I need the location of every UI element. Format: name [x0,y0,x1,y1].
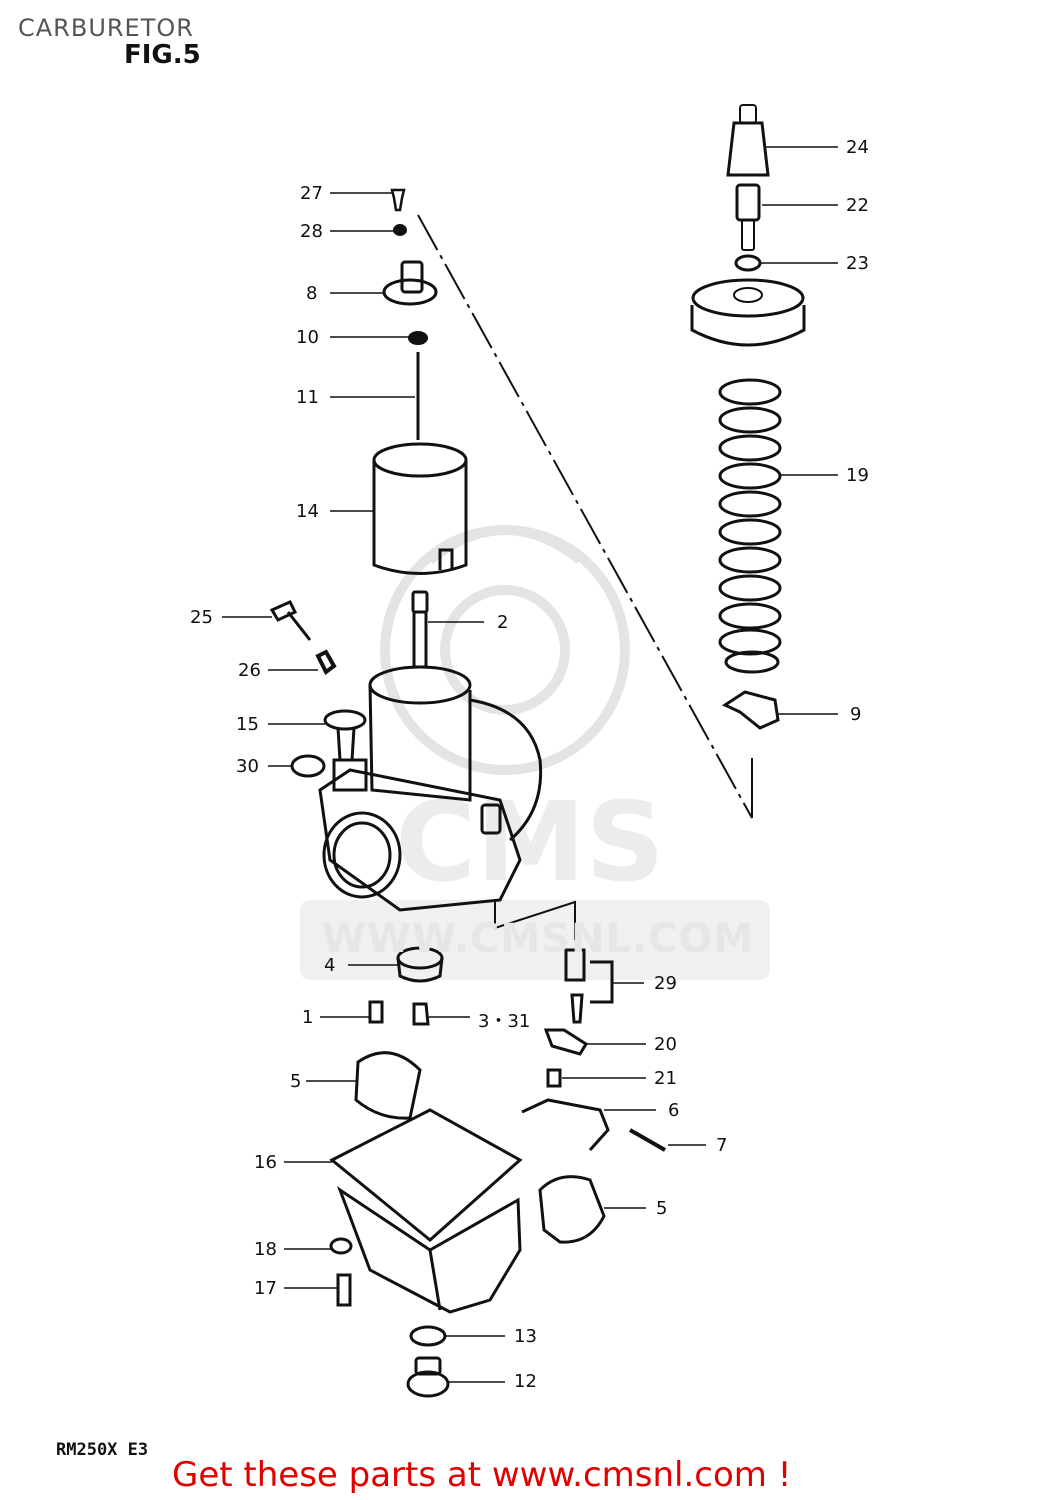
callout-28[interactable]: 28 [300,221,323,242]
part-24-cable-cap[interactable] [726,104,770,177]
callout-15[interactable]: 15 [236,714,259,735]
callout-6[interactable]: 6 [668,1100,680,1121]
part-28-washer[interactable] [393,224,407,236]
callout-3-31[interactable]: 3・31 [478,1011,531,1032]
callout-7[interactable]: 7 [716,1135,728,1156]
callout-13[interactable]: 13 [514,1326,537,1347]
part-22-cable-adjuster[interactable] [735,183,761,251]
figure-number: FIG.5 [124,40,201,70]
part-7-pin[interactable] [629,1128,666,1152]
part-25-air-screw[interactable] [269,600,312,641]
part-carburetor-body[interactable] [318,665,543,912]
part-29-needle-valve[interactable] [564,948,614,1024]
part-4-seal[interactable] [396,946,444,983]
watermark-logo [380,525,630,775]
callout-26[interactable]: 26 [238,660,261,681]
page-title: CARBURETOR [18,14,194,42]
callout-29[interactable]: 29 [654,973,677,994]
part-19-spring[interactable] [718,378,782,674]
callout-8[interactable]: 8 [306,283,318,304]
part-30-o-ring[interactable] [290,754,326,778]
part-17-screw[interactable] [336,1273,352,1307]
callout-5-left[interactable]: 5 [290,1071,302,1092]
watermark-url: WWW.CMSNL.COM [321,916,755,962]
watermark-brand: CMS [395,778,664,906]
callout-22[interactable]: 22 [846,195,869,216]
watermark-banner [300,900,770,980]
callout-23[interactable]: 23 [846,253,869,274]
callout-16[interactable]: 16 [254,1152,277,1173]
guide-line-diagonal [417,214,753,819]
callout-19[interactable]: 19 [846,465,869,486]
callout-2[interactable]: 2 [497,612,509,633]
callout-20[interactable]: 20 [654,1034,677,1055]
part-5-cover-right[interactable] [538,1175,606,1244]
part-13-o-ring[interactable] [409,1325,447,1347]
callout-5-right[interactable]: 5 [656,1198,668,1219]
leader-lines [222,146,838,1383]
part-23-nut[interactable] [734,254,762,272]
part-9-plate[interactable] [721,690,780,730]
callout-21[interactable]: 21 [654,1068,677,1089]
model-code: RM250X E3 [56,1440,149,1460]
callout-9[interactable]: 9 [850,704,862,725]
callout-24[interactable]: 24 [846,137,869,158]
callout-4[interactable]: 4 [324,955,336,976]
part-15-starter-plunger[interactable] [323,709,368,792]
part-21-screw[interactable] [546,1068,562,1088]
part-8-needle-holder[interactable] [382,260,438,306]
part-14-throttle-valve[interactable] [372,442,468,575]
callout-1[interactable]: 1 [302,1007,314,1028]
callout-30[interactable]: 30 [236,756,259,777]
callout-12[interactable]: 12 [514,1371,537,1392]
part-26-spring[interactable] [315,649,337,676]
callout-18[interactable]: 18 [254,1239,277,1260]
part-10-clip[interactable] [408,331,428,345]
part-20-clip[interactable] [543,1028,589,1056]
guide-line-float-valve [494,900,576,940]
part-18-washer[interactable] [329,1237,353,1255]
part-2-needle-jet[interactable] [411,590,429,669]
part-1-pilot-jet[interactable] [368,1000,384,1024]
part-top-cap[interactable] [690,278,806,347]
callout-27[interactable]: 27 [300,183,323,204]
part-float-chamber[interactable] [336,1186,522,1314]
callout-14[interactable]: 14 [296,501,319,522]
part-16-gasket[interactable] [329,1108,523,1242]
part-27-screw[interactable] [390,188,406,212]
buy-parts-link[interactable]: Get these parts at www.cmsnl.com ! [172,1455,792,1495]
callout-17[interactable]: 17 [254,1278,277,1299]
callout-11[interactable]: 11 [296,387,319,408]
part-3-main-jet[interactable] [412,1002,430,1026]
callout-25[interactable]: 25 [190,607,213,628]
part-6-float-arm[interactable] [521,1098,610,1152]
part-12-drain-plug[interactable] [406,1356,450,1398]
part-5-cover-left[interactable] [354,1051,422,1120]
callout-10[interactable]: 10 [296,327,319,348]
